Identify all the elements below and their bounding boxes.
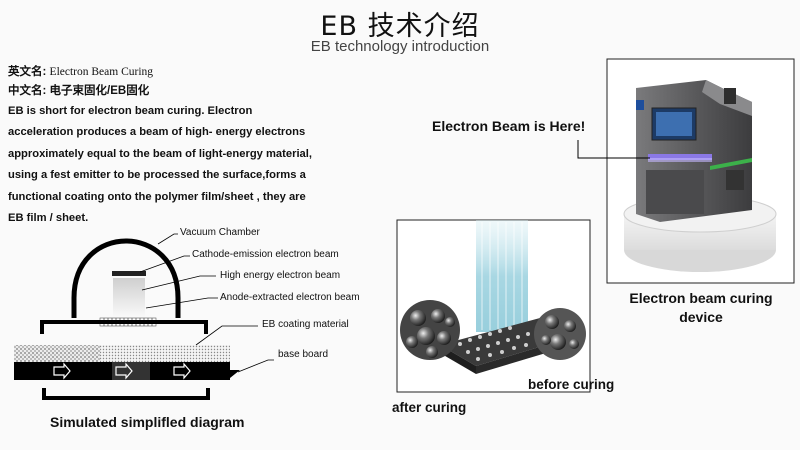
device-green-strip xyxy=(710,158,752,170)
diagram-caption: Simulated simplifled diagram xyxy=(50,414,245,430)
device-caption-line2: device xyxy=(679,309,723,325)
english-name-label: 英文名: xyxy=(8,66,47,78)
label-base-board: base board xyxy=(278,349,329,360)
after-curing-bubble xyxy=(400,300,460,360)
electron-beam-column xyxy=(113,278,145,322)
eb-beam xyxy=(476,220,528,332)
chinese-name-label: 中文名: xyxy=(8,85,47,97)
english-name-row: 英文名: Electron Beam Curing xyxy=(8,63,153,79)
label-cathode-beam: Cathode-emission electron beam xyxy=(192,249,339,260)
callout-electron-beam: Electron Beam is Here! xyxy=(432,118,586,134)
description-line: EB is short for electron beam curing. El… xyxy=(8,105,253,117)
english-name-value: Electron Beam Curing xyxy=(49,66,154,78)
label-before-curing: before curing xyxy=(528,377,615,392)
beam-glow-strip xyxy=(648,154,712,160)
description-line: approximately equal to the beam of light… xyxy=(8,147,312,160)
cathode-plate xyxy=(112,271,146,276)
label-after-curing: after curing xyxy=(392,400,467,415)
callout-leader xyxy=(577,140,650,159)
before-curing-bubble xyxy=(534,308,586,360)
chinese-name-value: 电子束固化/EB固化 xyxy=(49,85,150,97)
label-high-energy-beam: High energy electron beam xyxy=(220,270,341,281)
page-subtitle: EB technology introduction xyxy=(310,38,490,55)
conveyor-arrows xyxy=(53,362,191,380)
label-vacuum-chamber: Vacuum Chamber xyxy=(180,227,260,238)
vacuum-chamber-dome xyxy=(71,238,181,318)
label-anode-beam: Anode-extracted electron beam xyxy=(220,292,360,303)
chinese-name-row: 中文名: 电子束固化/EB固化 xyxy=(8,82,149,98)
page-title: EB 技术介绍 xyxy=(320,11,480,42)
description-line: functional coating onto the polymer film… xyxy=(8,190,306,203)
description-line: acceleration produces a beam of high- en… xyxy=(8,126,306,139)
label-coating-material: EB coating material xyxy=(262,319,349,330)
description-line: EB film / sheet. xyxy=(8,212,89,225)
device-caption-line1: Electron beam curing xyxy=(629,290,773,306)
chamber-base xyxy=(40,320,208,334)
description-paragraph: EB is short for electron beam curing. El… xyxy=(8,101,338,229)
description-line: using a fest emitter to be processed the… xyxy=(8,169,306,182)
